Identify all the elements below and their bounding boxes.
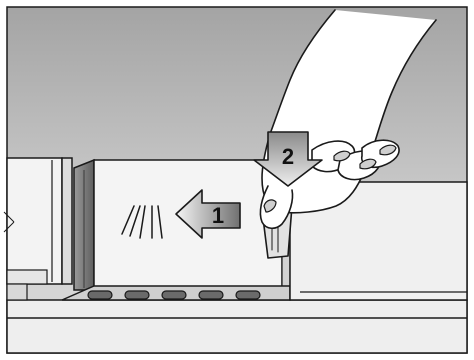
left-fixed-panel (3, 157, 73, 301)
slot (124, 290, 150, 300)
lower-housing (6, 299, 468, 354)
vertical-rail (73, 158, 95, 291)
step-1-label: 1 (212, 203, 224, 228)
slot (161, 290, 187, 300)
slot-row (87, 290, 261, 300)
drawer-panel (61, 159, 291, 301)
step-2-arrow: 2 (253, 131, 323, 187)
arrow-left-icon (175, 189, 241, 239)
slot (235, 290, 261, 300)
slot (198, 290, 224, 300)
vent-lines-icon (121, 205, 163, 239)
arrow-down-icon (253, 131, 323, 187)
right-panel (289, 181, 468, 301)
step-2-label: 2 (282, 144, 294, 169)
step-1-arrow: 1 (175, 189, 241, 239)
slot (87, 290, 113, 300)
